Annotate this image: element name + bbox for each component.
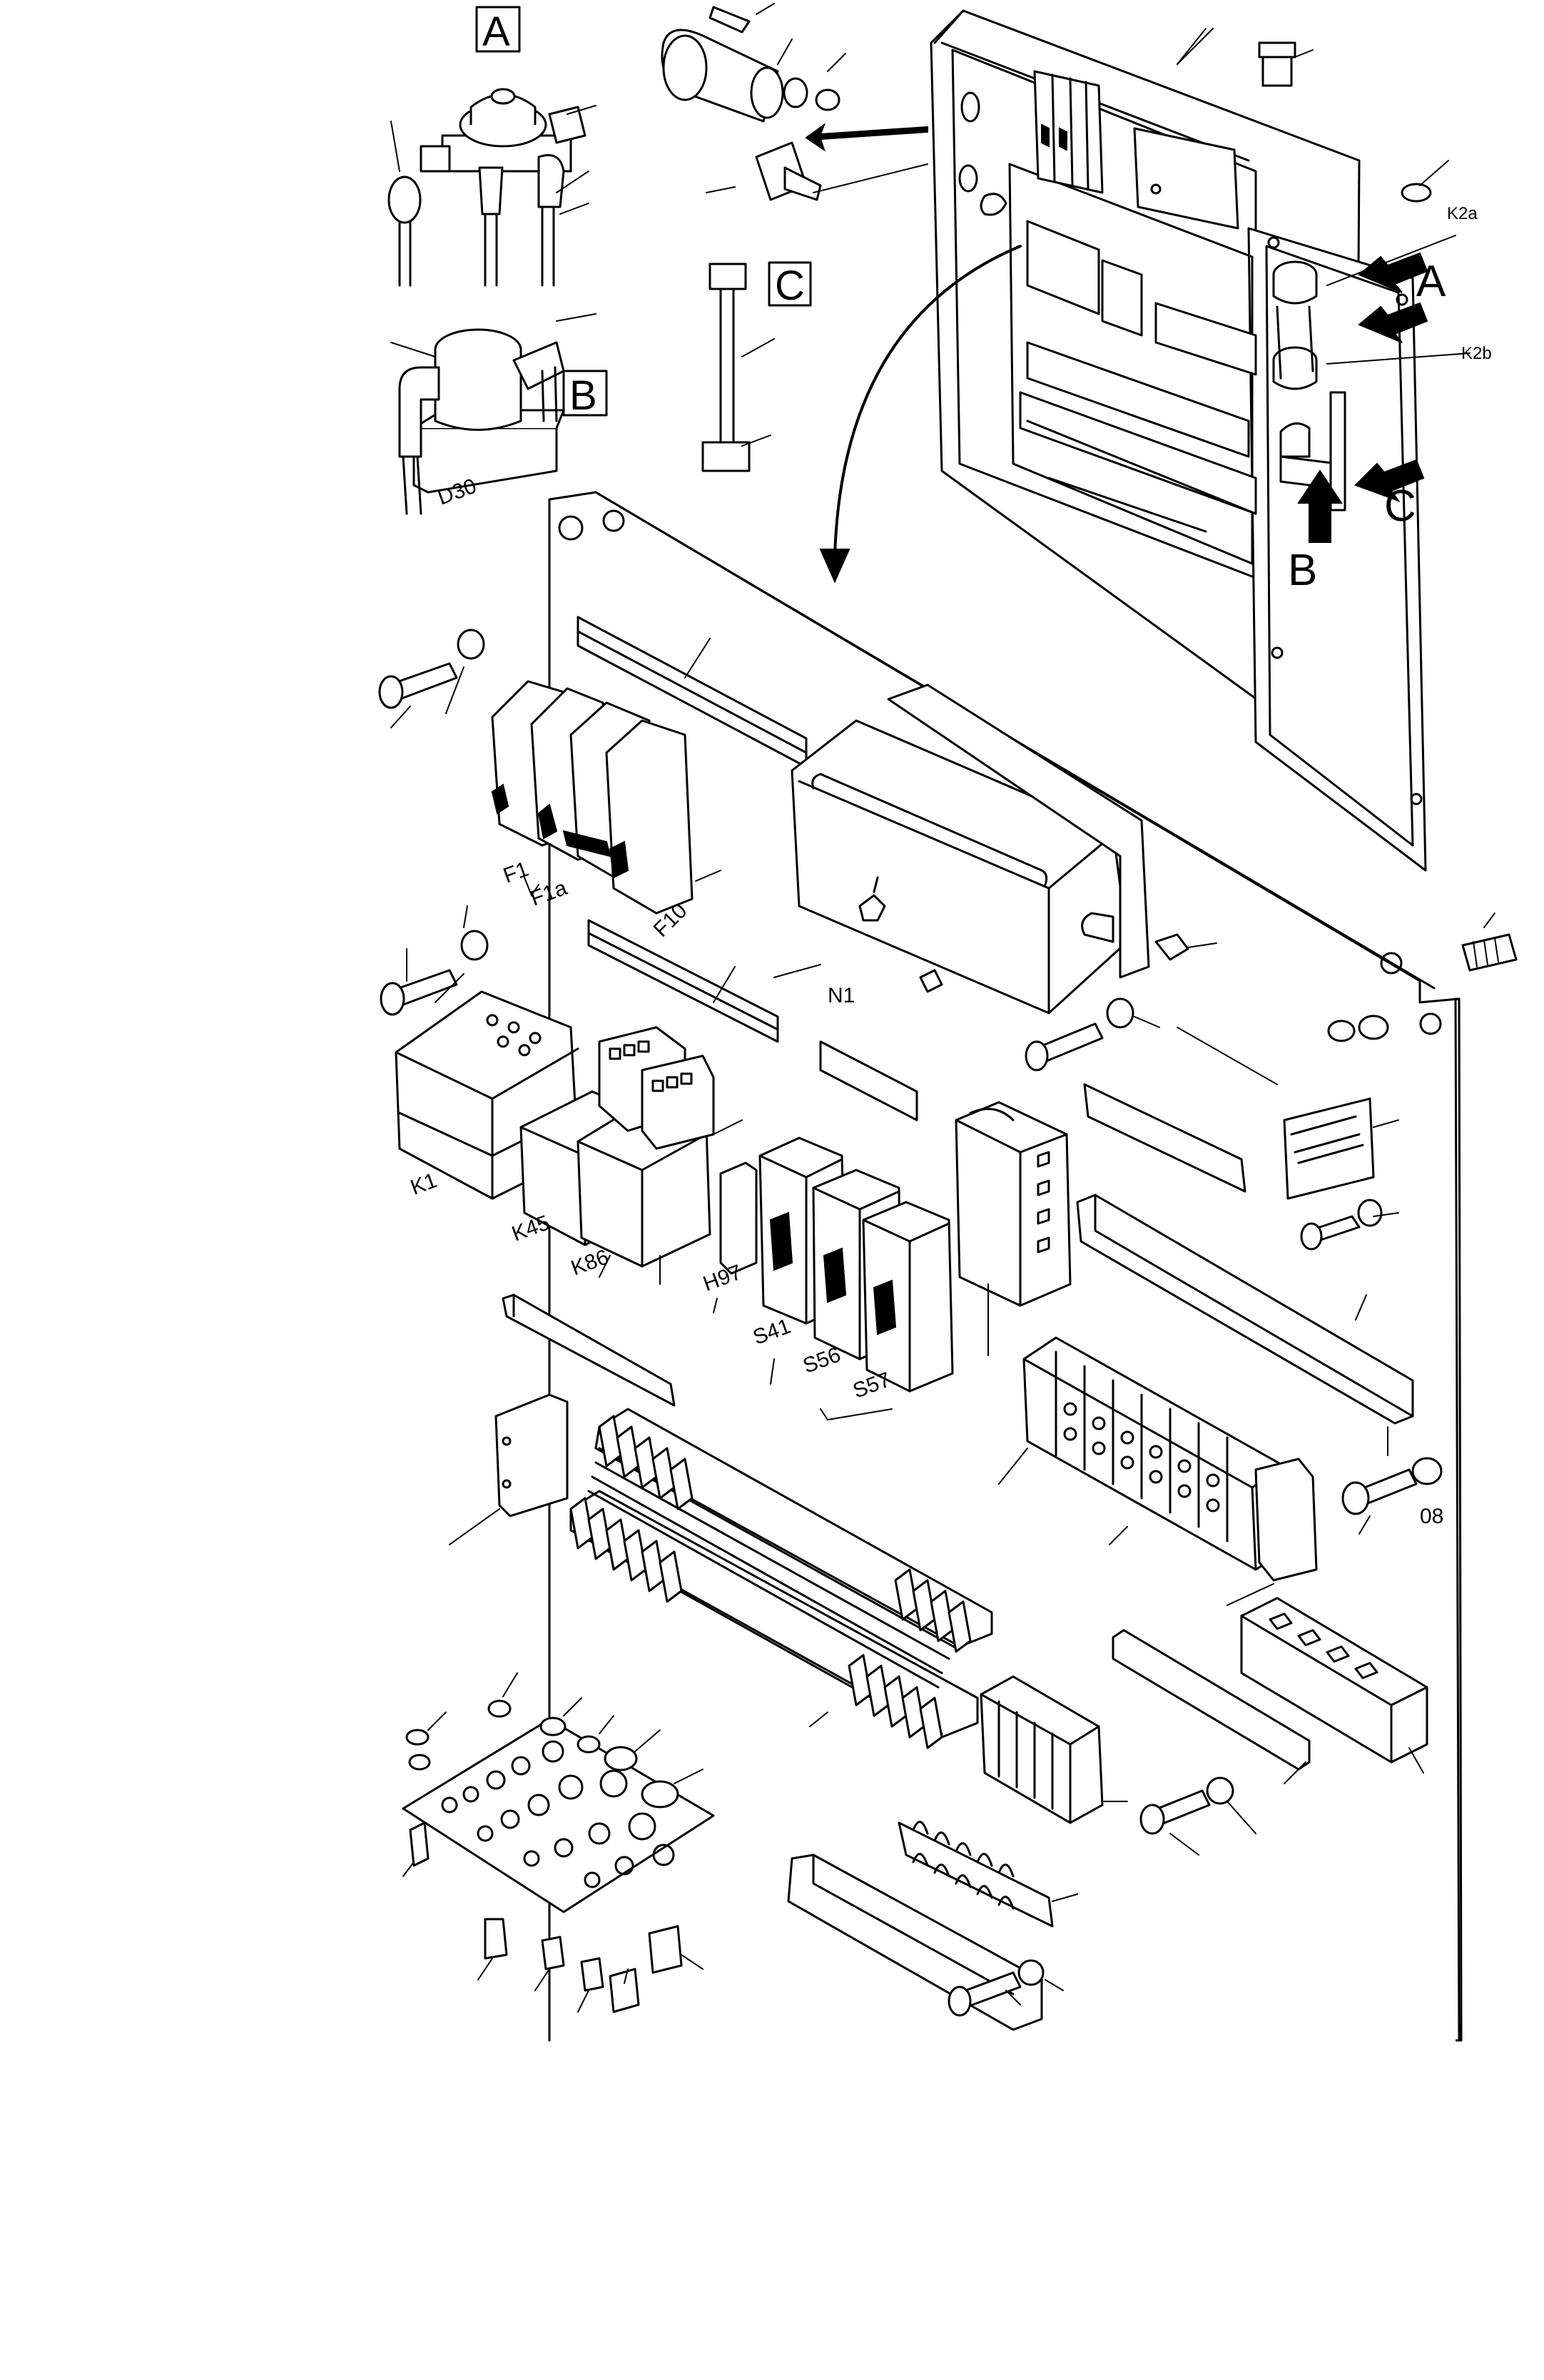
detail-b-switch: B D30 — [390, 313, 608, 515]
label-08: 08 — [1420, 1505, 1443, 1528]
arrow-a — [1358, 252, 1428, 293]
view-c-label: C — [775, 263, 805, 309]
label-k45: K45 — [509, 1211, 552, 1246]
terminal-block-group-right — [998, 1336, 1318, 1606]
view-a-box — [475, 6, 521, 53]
label-k2a: K2a — [1447, 204, 1478, 223]
label-k2b: K2b — [1461, 344, 1492, 363]
cable-duct-vertical — [955, 1101, 1072, 1356]
label-n1: N1 — [828, 984, 855, 1007]
terminal-rail-lower — [449, 1293, 1128, 1824]
din-rail-middle — [380, 905, 918, 1122]
label-k86: K86 — [568, 1245, 611, 1280]
relays-k1-k45-k86: K1 K45 K86 H97 — [395, 973, 758, 1313]
view-b-label: B — [569, 372, 597, 419]
control-cabinet-overview: K2a K2b A C B — [819, 9, 1492, 872]
label-s41: S41 — [750, 1314, 793, 1349]
cabinet-view-b-label: B — [1288, 546, 1317, 595]
arrow-c — [1354, 459, 1425, 503]
cabinet-view-c-label: C — [1384, 482, 1416, 531]
label-f1a: F1a — [527, 876, 570, 911]
view-c-box — [768, 261, 812, 307]
switches-s41-s56-s57: S41 S56 S57 — [750, 1136, 954, 1421]
detail-a-pressure-switch: A — [387, 6, 596, 287]
gland-plate — [402, 1672, 715, 2013]
bottom-right-duct — [1112, 1597, 1428, 1856]
arrow-b — [1297, 469, 1343, 543]
cable-gland-parts — [661, 3, 928, 201]
label-h97: H97 — [700, 1261, 745, 1296]
detail-c-float-switch: C — [701, 261, 812, 472]
circuit-breakers-f1-f10: F1 F1a F10 — [491, 680, 721, 942]
cabinet-view-a-label: A — [1416, 257, 1446, 306]
label-k1: K1 — [407, 1169, 440, 1200]
arrow-a2 — [1358, 302, 1428, 343]
transformer-n1: N1 — [773, 683, 1389, 1072]
label-s57: S57 — [850, 1368, 893, 1403]
bottom-cable-rail — [787, 1821, 1078, 2031]
view-a-label: A — [482, 9, 510, 55]
right-rails-terminals: 08 — [1076, 1027, 1443, 1535]
view-b-box — [562, 370, 608, 417]
label-s56: S56 — [800, 1343, 843, 1378]
